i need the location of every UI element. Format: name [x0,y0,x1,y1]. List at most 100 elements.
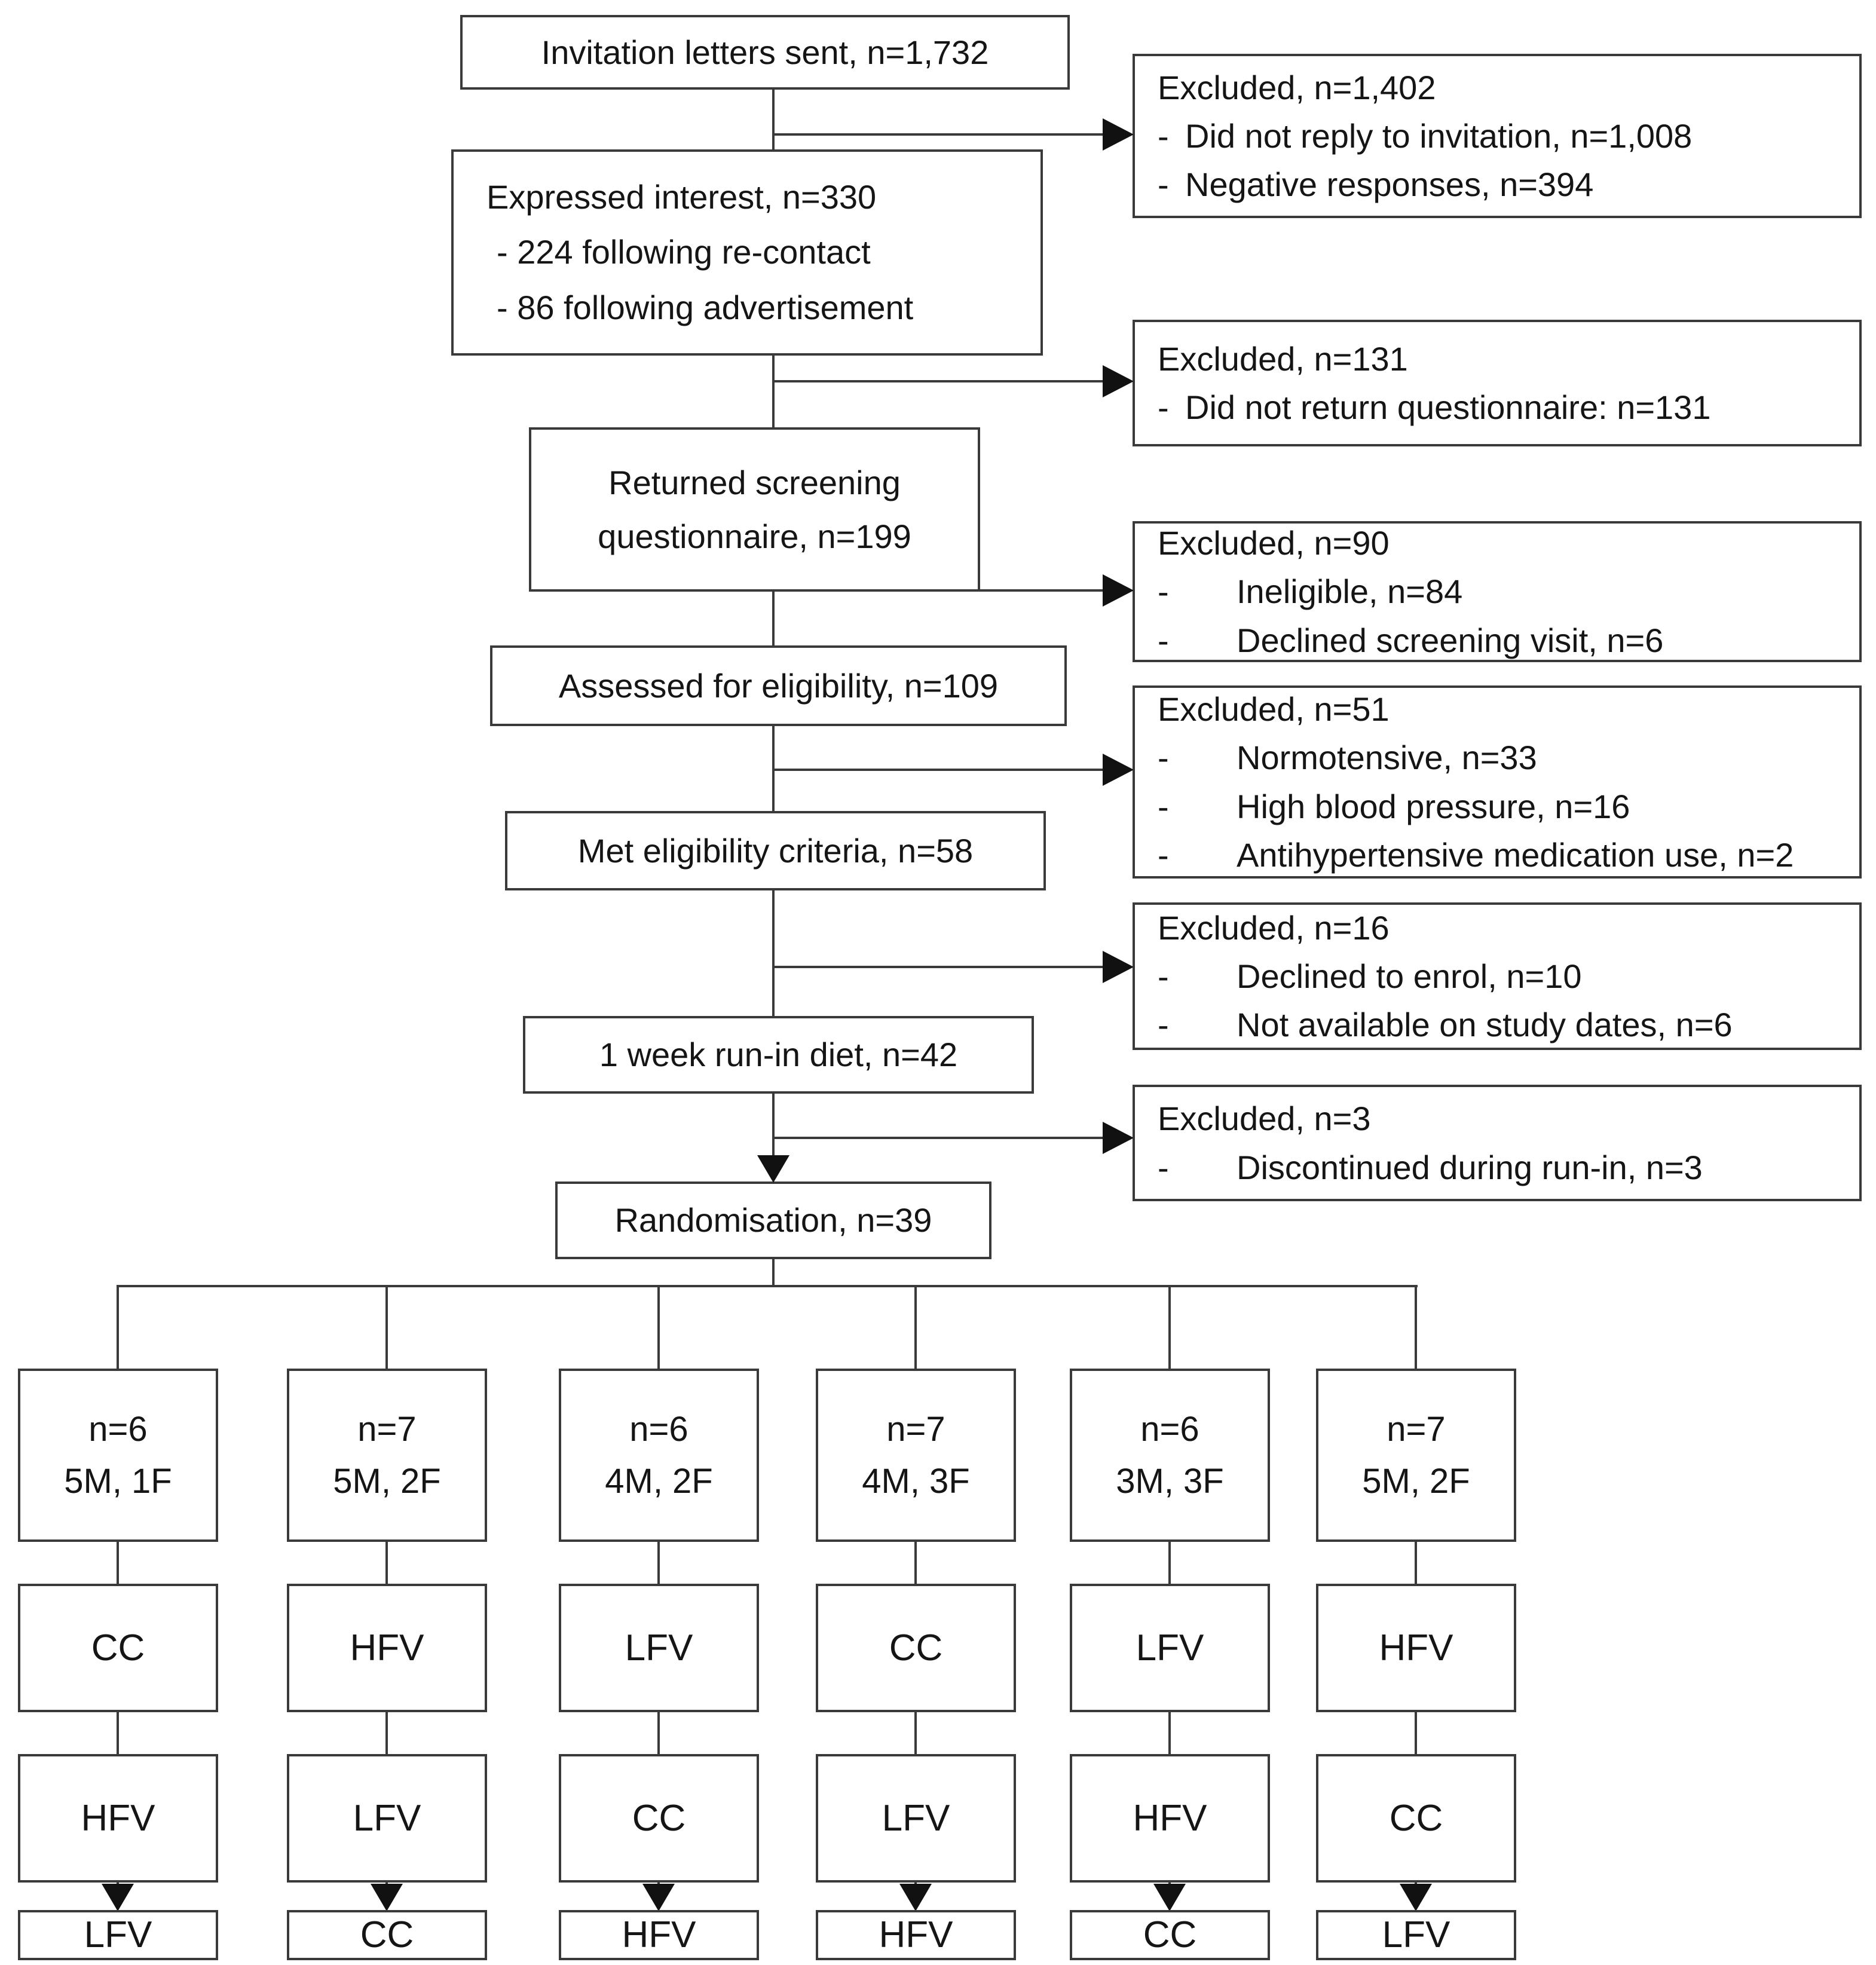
flow-box-assessed-eligibility: Assessed for eligibility, n=109 [490,645,1067,726]
excluded-box-4-title: Excluded, n=51 [1158,690,1390,729]
connector-line [117,1542,119,1584]
flow-box-expressed-interest: Expressed interest, n=330 - 224 followin… [451,149,1043,356]
flow-box-returned-questionnaire: Returned screening questionnaire, n=199 [529,427,980,592]
arm-1-period-2-box: HFV [18,1754,218,1883]
bullet-text: Did not return questionnaire: n=131 [1185,388,1711,426]
bullet-text: Normotensive, n=33 [1237,739,1537,777]
arrowhead-right-icon [1103,951,1134,983]
flow-box-randomisation: Randomisation, n=39 [555,1182,991,1259]
excluded-box-4-item-3: - Antihypertensive medication use, n=2 [1158,831,1853,879]
flow-box-expressed-interest-title: Expressed interest, n=330 [486,177,877,216]
arrowhead-down-icon [642,1884,675,1911]
arrowhead-down-icon [1400,1884,1432,1911]
connector-line [772,356,775,427]
branch-line [773,380,1104,382]
excluded-box-6: Excluded, n=3 - Discontinued during run-… [1133,1085,1862,1201]
connector-line [385,1712,388,1754]
arm-4-period-1: CC [889,1627,943,1669]
arm-4-period-3-box: HFV [816,1910,1016,1960]
connector-line [914,1712,917,1754]
flow-box-invitation: Invitation letters sent, n=1,732 [460,15,1070,90]
arm-4-n: n=7 [886,1410,945,1449]
arm-4-period-2: LFV [882,1797,950,1839]
arm-1-period-2: HFV [81,1797,155,1839]
bullet-dash: - [1158,573,1169,611]
arm-3-size-box: n=6 4M, 2F [559,1369,759,1542]
excluded-box-4-item-2: - High blood pressure, n=16 [1158,782,1853,831]
arrowhead-right-icon [1103,118,1134,151]
arm-3-period-2: CC [632,1797,686,1839]
arm-6-size-box: n=7 5M, 2F [1316,1369,1516,1542]
excluded-box-2-item-1: - Did not return questionnaire: n=131 [1158,383,1853,431]
excluded-box-3: Excluded, n=90 - Ineligible, n=84 - Decl… [1133,521,1862,662]
flow-box-returned-questionnaire-line1: Returned screening [608,463,901,501]
arm-1-period-1: CC [91,1627,145,1669]
bullet-dash: - [1158,621,1169,659]
arm-stub-line [657,1285,660,1370]
flow-box-invitation-label: Invitation letters sent, n=1,732 [541,33,989,71]
arm-2-n: n=7 [357,1410,417,1449]
excluded-box-2: Excluded, n=131 - Did not return questio… [1133,320,1862,446]
connector-line [117,1712,119,1754]
arm-6-period-3: LFV [1382,1914,1450,1956]
arrowhead-down-icon [1153,1884,1186,1911]
arm-2-period-2-box: LFV [287,1754,487,1883]
connector-line [772,1094,775,1158]
arm-3-period-1: LFV [625,1627,693,1669]
arm-6-n: n=7 [1387,1410,1446,1449]
bullet-dash: - [1158,166,1169,204]
arm-2-period-1-box: HFV [287,1584,487,1712]
arm-3-period-1-box: LFV [559,1584,759,1712]
excluded-box-5: Excluded, n=16 - Declined to enrol, n=10… [1133,902,1862,1050]
flow-box-expressed-interest-bullet-1: - 224 following re-contact [497,233,871,271]
flow-box-runin-diet: 1 week run-in diet, n=42 [523,1016,1034,1094]
connector-line [1168,1712,1171,1754]
excluded-box-3-title: Excluded, n=90 [1158,524,1390,562]
arm-1-n: n=6 [88,1410,148,1449]
arm-1-period-3: LFV [84,1914,152,1956]
arm-5-period-1-box: LFV [1070,1584,1270,1712]
arm-3-sex: 4M, 2F [605,1462,713,1501]
distribution-line [117,1285,1418,1287]
connector-line [657,1712,660,1754]
excluded-box-5-item-1: - Declined to enrol, n=10 [1158,952,1853,1000]
arm-4-period-3: HFV [879,1914,953,1956]
arm-3-n: n=6 [629,1410,688,1449]
bullet-dash: - [1158,1148,1169,1186]
bullet-dash: - [1158,388,1169,426]
branch-line [773,966,1104,968]
arm-5-period-3-box: CC [1070,1910,1270,1960]
flow-box-assessed-eligibility-label: Assessed for eligibility, n=109 [558,666,999,705]
arm-4-period-2-box: LFV [816,1754,1016,1883]
arm-6-period-3-box: LFV [1316,1910,1516,1960]
flow-box-met-criteria: Met eligibility criteria, n=58 [505,811,1046,890]
branch-line [773,1137,1104,1139]
excluded-box-4: Excluded, n=51 - Normotensive, n=33 - Hi… [1133,685,1862,879]
arm-stub-line [1168,1285,1171,1370]
bullet-text: Ineligible, n=84 [1237,573,1463,611]
arm-stub-line [914,1285,917,1370]
bullet-dash: - [1158,835,1169,874]
arrowhead-right-icon [1103,754,1134,786]
arm-4-sex: 4M, 3F [862,1462,970,1501]
excluded-box-1-item-2: - Negative responses, n=394 [1158,160,1853,209]
bullet-text: Antihypertensive medication use, n=2 [1237,835,1794,874]
arrowhead-right-icon [1103,365,1134,397]
arm-6-period-2-box: CC [1316,1754,1516,1883]
bullet-text: Declined screening visit, n=6 [1237,621,1664,659]
bullet-text: Negative responses, n=394 [1185,166,1594,204]
connector-line [772,90,775,149]
arm-5-period-2: HFV [1133,1797,1207,1839]
connector-line [385,1542,388,1584]
arm-1-sex: 5M, 1F [64,1462,172,1501]
arm-5-n: n=6 [1140,1410,1199,1449]
connector-line [1415,1542,1417,1584]
arrowhead-right-icon [1103,574,1134,607]
arm-5-period-3: CC [1143,1914,1197,1956]
excluded-box-6-title: Excluded, n=3 [1158,1100,1371,1138]
bullet-dash: - [1158,957,1169,995]
connector-line [1415,1712,1417,1754]
excluded-box-3-item-1: - Ineligible, n=84 [1158,567,1853,616]
arrowhead-down-icon [102,1884,134,1911]
connector-line [772,890,775,1016]
